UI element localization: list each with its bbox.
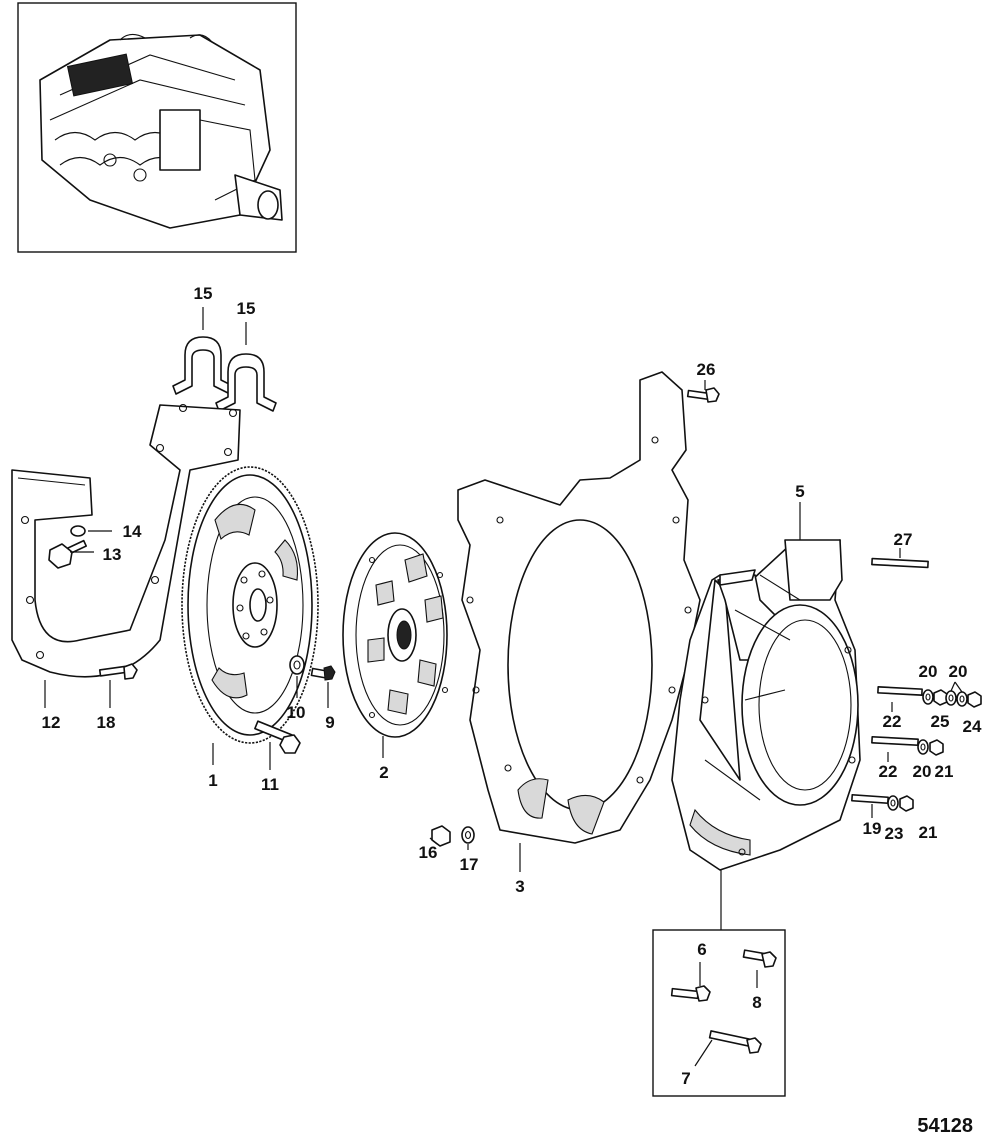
callout-10: 10 (287, 703, 306, 722)
washer-14 (70, 525, 86, 537)
callout-labels: 15 15 14 13 12 18 1 10 9 11 2 16 17 3 26… (42, 284, 982, 1088)
callout-8: 8 (752, 993, 761, 1012)
callout-16: 16 (419, 843, 438, 862)
bolt-11 (254, 720, 301, 754)
engine-illustration (39, 33, 283, 229)
callout-24: 24 (963, 717, 982, 736)
flywheel-1 (181, 466, 319, 744)
stud-22a (877, 686, 923, 696)
bracket-12 (11, 403, 241, 678)
callout-15a: 15 (194, 284, 213, 303)
callout-20c: 20 (913, 762, 932, 781)
callout-1: 1 (208, 771, 217, 790)
washer-10 (289, 655, 305, 675)
nut-24 (967, 691, 982, 708)
callout-25: 25 (931, 712, 950, 731)
callout-20b: 20 (949, 662, 968, 681)
stud-22b (871, 736, 919, 746)
engine-locator-inset (17, 2, 297, 253)
callout-18: 18 (97, 713, 116, 732)
callout-17: 17 (460, 855, 479, 874)
clamp-15a (172, 336, 234, 395)
callout-22b: 22 (879, 762, 898, 781)
callout-19: 19 (863, 819, 882, 838)
callout-27: 27 (894, 530, 913, 549)
callout-15b: 15 (237, 299, 256, 318)
figure-number: 54128 (917, 1115, 973, 1136)
callout-23: 23 (885, 824, 904, 843)
bolt-6 (670, 985, 711, 1002)
bolt-13 (48, 539, 88, 569)
stud-19 (851, 793, 889, 805)
callout-7: 7 (681, 1069, 690, 1088)
callout-22a: 22 (883, 712, 902, 731)
nut-21b (899, 795, 914, 812)
callout-26: 26 (697, 360, 716, 379)
washer-20d (917, 739, 929, 755)
washer-23 (887, 795, 899, 811)
nut-21a (929, 739, 944, 756)
bolt-8 (742, 949, 777, 968)
callout-6: 6 (697, 940, 706, 959)
callout-2: 2 (379, 763, 388, 782)
bolt-kit-box (652, 929, 786, 1097)
bolt-9 (310, 665, 336, 681)
callout-20a: 20 (919, 662, 938, 681)
callout-11: 11 (261, 775, 279, 794)
leader-lines (44, 307, 963, 1067)
callout-12: 12 (42, 713, 61, 732)
washer-17 (461, 826, 475, 844)
callout-5: 5 (795, 482, 804, 501)
bell-housing-5 (671, 539, 861, 871)
callout-3: 3 (515, 877, 524, 896)
callout-14: 14 (123, 522, 142, 541)
washer-20b (945, 690, 957, 706)
callout-21b: 21 (919, 823, 938, 842)
callout-13: 13 (103, 545, 122, 564)
callout-9: 9 (325, 713, 334, 732)
damper-plate-2 (342, 532, 449, 738)
washer-20a (922, 689, 934, 705)
nut-25 (933, 689, 948, 706)
adapter-plate-3 (457, 371, 701, 844)
clamp-15b (215, 353, 277, 412)
callout-21a: 21 (935, 762, 954, 781)
bolt-26 (686, 387, 720, 403)
bolt-7 (708, 1030, 762, 1054)
stud-27 (871, 557, 929, 569)
washer-20c (956, 691, 968, 707)
bolt-18 (98, 663, 138, 680)
